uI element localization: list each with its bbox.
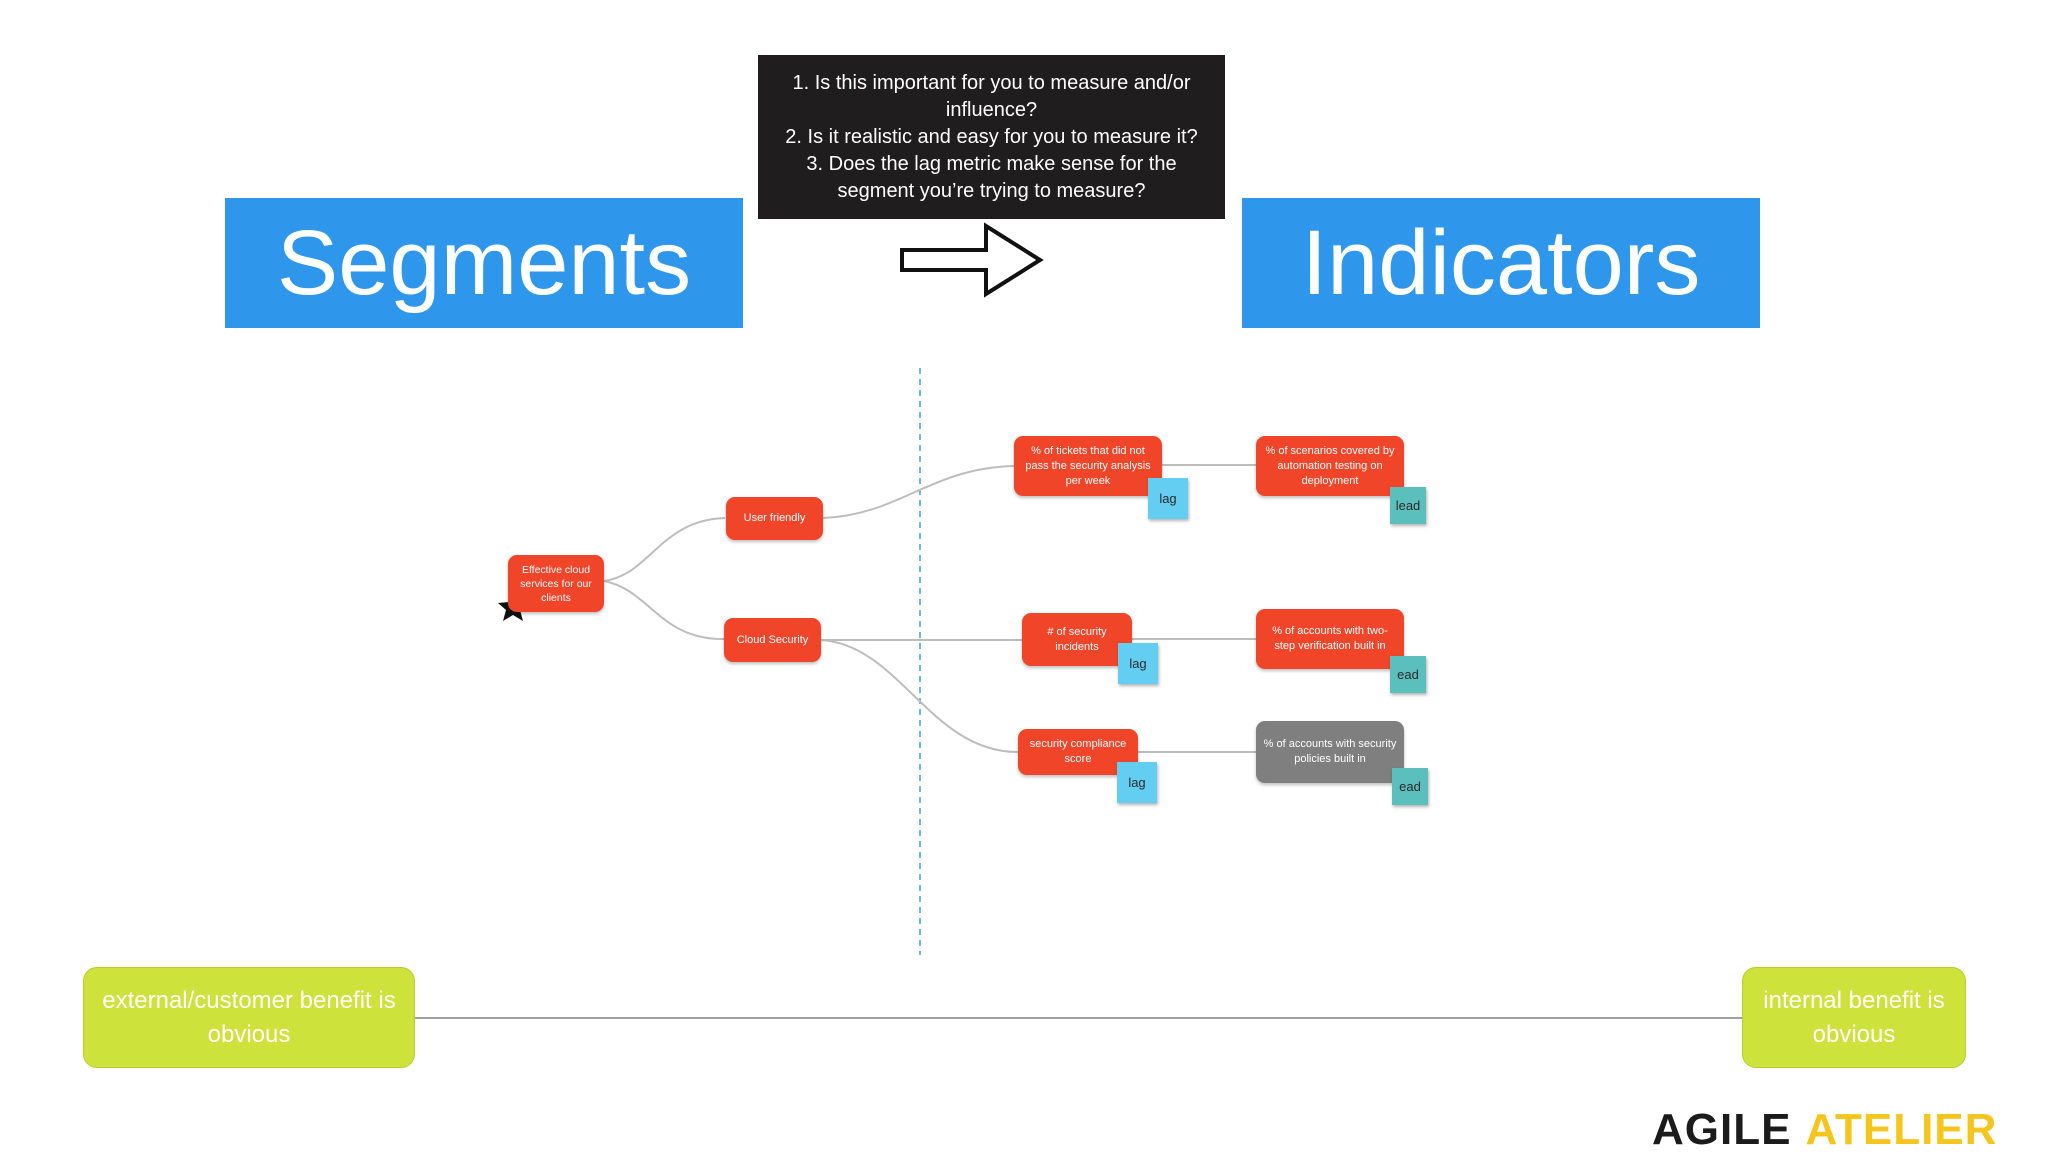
- logo-word: ATELIER: [1805, 1105, 1998, 1154]
- indicators-header: Indicators: [1242, 198, 1760, 328]
- connector: [603, 517, 726, 582]
- right-arrow-icon: [900, 222, 1044, 298]
- criteria-line: segment you’re trying to measure?: [837, 179, 1146, 202]
- agile-atelier-logo: AGILE ATELIER: [1652, 1105, 1996, 1154]
- external-benefit-label: external/customer benefit is obvious: [83, 967, 415, 1068]
- connector: [820, 639, 1019, 753]
- lead-sticky[interactable]: ead: [1390, 656, 1426, 693]
- indicator-security-policies[interactable]: % of accounts with security policies bui…: [1256, 721, 1404, 783]
- lead-sticky[interactable]: ead: [1392, 768, 1428, 805]
- logo-word: AGILE: [1652, 1105, 1792, 1154]
- internal-benefit-label: internal benefit is obvious: [1742, 967, 1966, 1068]
- lead-sticky[interactable]: lead: [1390, 487, 1426, 524]
- criteria-box: 1. Is this important for you to measure …: [758, 55, 1225, 219]
- criteria-line: 3. Does the lag metric make sense for th…: [806, 152, 1177, 175]
- connector: [822, 465, 1015, 519]
- indicator-scenarios[interactable]: % of scenarios covered by automation tes…: [1256, 436, 1404, 496]
- segment-user-friendly[interactable]: User friendly: [726, 497, 823, 540]
- segment-cloud-security[interactable]: Cloud Security: [724, 618, 821, 662]
- lag-sticky[interactable]: lag: [1148, 478, 1188, 519]
- root-node[interactable]: Effective cloud services for our clients: [508, 555, 604, 612]
- lag-sticky[interactable]: lag: [1117, 762, 1157, 803]
- criteria-line: 1. Is this important for you to measure …: [792, 71, 1191, 94]
- criteria-line: influence?: [945, 98, 1038, 121]
- segments-header: Segments: [225, 198, 743, 328]
- lag-sticky[interactable]: lag: [1118, 643, 1158, 684]
- indicator-two-step[interactable]: % of accounts with two-step verification…: [1256, 609, 1404, 669]
- connector: [603, 580, 725, 641]
- indicator-tickets[interactable]: % of tickets that did not pass the secur…: [1014, 436, 1162, 496]
- criteria-line: 2. Is it realistic and easy for you to m…: [785, 125, 1198, 148]
- indicator-compliance-score[interactable]: security compliance score: [1018, 729, 1138, 775]
- indicator-security-incidents[interactable]: # of security incidents: [1022, 613, 1132, 666]
